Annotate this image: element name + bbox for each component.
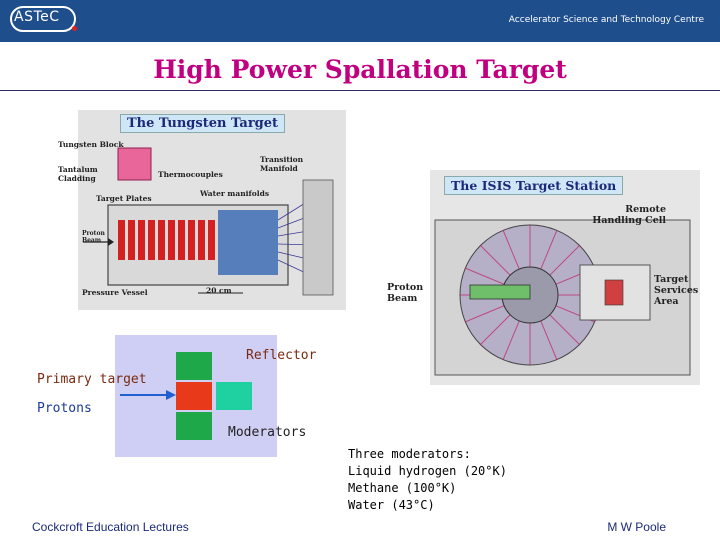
proton-arrow-icon bbox=[120, 385, 180, 405]
primary-target-block bbox=[176, 382, 212, 410]
notes-heading: Three moderators: bbox=[348, 446, 507, 463]
tungsten-photo-title: The Tungsten Target bbox=[120, 114, 285, 133]
reflector-label: Reflector bbox=[246, 348, 316, 363]
tungsten-target-photo: The Tungsten Target Tungsten Block Tanta… bbox=[78, 110, 346, 310]
protons-label: Protons bbox=[37, 401, 92, 416]
slide-title: High Power Spallation Target bbox=[0, 55, 720, 84]
lower-moderator bbox=[176, 412, 212, 440]
logo-text: ASTeC bbox=[14, 9, 60, 25]
transition-manifold-label: Transition Manifold bbox=[260, 155, 305, 173]
isis-target-station-photo: The ISIS Target Station Remote Handling … bbox=[430, 170, 700, 385]
side-moderator bbox=[216, 382, 252, 410]
moderator-notes: Three moderators: Liquid hydrogen (20°K)… bbox=[348, 446, 507, 514]
notes-item-hydrogen: Liquid hydrogen (20°K) bbox=[348, 463, 507, 480]
isis-photo-title: The ISIS Target Station bbox=[444, 176, 623, 195]
proton-beam-label: Proton Beam bbox=[82, 230, 108, 244]
title-divider bbox=[0, 90, 720, 91]
moderators-label: Moderators bbox=[228, 425, 306, 440]
primary-target-label: Primary target bbox=[37, 372, 147, 387]
scale-label: 20 cm bbox=[206, 286, 232, 295]
footer-right: M W Poole bbox=[607, 520, 666, 534]
water-manifolds-label: Water manifolds bbox=[200, 189, 269, 198]
isis-proton-beam-label: Proton Beam bbox=[387, 282, 427, 304]
notes-item-water: Water (43°C) bbox=[348, 497, 507, 514]
notes-item-methane: Methane (100°K) bbox=[348, 480, 507, 497]
header-bar: ASTeC Accelerator Science and Technology… bbox=[0, 0, 720, 42]
organization-name: Accelerator Science and Technology Centr… bbox=[509, 15, 704, 25]
target-plates-label: Target Plates bbox=[96, 194, 152, 203]
footer-left: Cockcroft Education Lectures bbox=[32, 520, 189, 534]
upper-moderator bbox=[176, 352, 212, 380]
logo-dot-icon bbox=[72, 26, 77, 31]
tungsten-block-label: Tungsten Block bbox=[58, 140, 124, 149]
remote-handling-label: Remote Handling Cell bbox=[576, 204, 666, 226]
pressure-vessel-label: Pressure Vessel bbox=[82, 288, 148, 297]
tantalum-cladding-label: Tantalum Cladding bbox=[58, 165, 98, 183]
target-services-label: Target Services Area bbox=[654, 274, 698, 307]
thermocouples-label: Thermocouples bbox=[158, 170, 223, 179]
